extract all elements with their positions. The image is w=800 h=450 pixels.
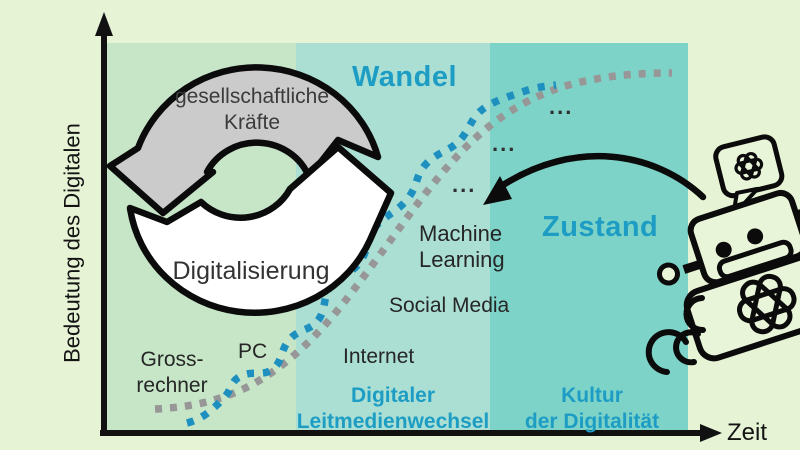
cycle-arrow-bottom (126, 143, 395, 316)
band-mid-line1: Digitaler (350, 384, 436, 407)
band-late-line1: Kultur (561, 384, 623, 407)
milestone-mainframe-line1: Gross- (140, 348, 204, 371)
milestone-social-media: Social Media (389, 294, 510, 317)
band-mid-line2: Leitmedienwechsel (296, 409, 490, 433)
ellipsis-2: ... (492, 131, 517, 156)
robot-mouth (716, 239, 794, 280)
cycle-arrow-top (106, 64, 382, 217)
ellipsis-1: ... (549, 94, 574, 119)
cycle-diagram (106, 64, 395, 316)
x-axis-arrow-icon (700, 424, 722, 442)
openai-logo-large (736, 273, 797, 335)
robot-openai-icon (645, 134, 800, 375)
robot-eye-right (747, 228, 764, 245)
robot-eye-left (715, 241, 732, 258)
robot-ear (682, 260, 701, 274)
phase-label-wandel: Wandel (352, 61, 458, 93)
curved-arrow-head (483, 176, 512, 205)
y-axis-arrow-icon (95, 12, 113, 36)
robot-arm (645, 295, 706, 375)
phase-label-zustand: Zustand (542, 211, 659, 243)
cycle-bottom-label: Digitalisierung (172, 257, 330, 285)
milestone-mainframe-line2: rechner (136, 374, 208, 398)
curved-arrow-icon (483, 152, 707, 205)
y-axis-label: Bedeutung des Digitalen (59, 123, 85, 363)
milestone-mainframe: Gross-rechner (132, 347, 212, 400)
cycle-top-line2: Kräfte (223, 111, 281, 135)
axes (95, 12, 722, 442)
milestone-ml-line2: Learning (419, 246, 505, 272)
s-curve-blue-dashed (185, 81, 557, 427)
milestone-pc: PC (238, 340, 268, 363)
milestone-internet: Internet (343, 345, 415, 368)
robot-ear-knob (656, 262, 680, 286)
milestone-ml-line1: Machine (419, 221, 503, 246)
ellipsis-3: ... (452, 172, 477, 197)
curved-arrow-shaft (496, 152, 707, 201)
cycle-top-line1: gesellschaftliche (174, 85, 330, 108)
x-axis-label: Zeit (727, 419, 768, 446)
band-late-line2: der Digitalität (524, 409, 660, 433)
openai-logo-small (734, 151, 764, 181)
